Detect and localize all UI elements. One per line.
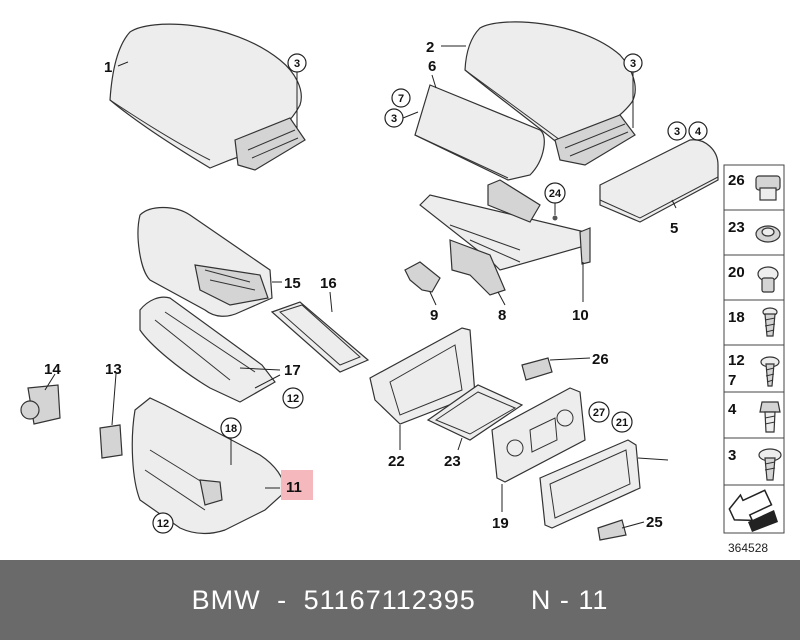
callout-17: 17 bbox=[284, 362, 301, 379]
legend-label-18: 18 bbox=[728, 309, 745, 326]
screw-18-icon bbox=[762, 307, 778, 337]
circled-callout-3a: 3 bbox=[287, 53, 307, 73]
part-1-armrest-cover bbox=[109, 23, 306, 171]
callout-1: 1 bbox=[104, 59, 112, 76]
circled-callout-20: 21 bbox=[611, 411, 633, 433]
part-9-clip bbox=[404, 261, 441, 293]
clip-23-icon bbox=[755, 225, 781, 243]
circled-callout-18: 18 bbox=[220, 417, 242, 439]
callout-15: 15 bbox=[284, 275, 301, 292]
screw-12-icon bbox=[760, 356, 780, 387]
footer-part-number: 51167112395 bbox=[303, 585, 476, 615]
callout-2: 2 bbox=[426, 39, 434, 56]
diagram-canvas: 1 2 5 6 8 9 10 13 14 15 16 17 19 22 23 2… bbox=[20, 21, 785, 541]
diagram-reference-number: 364528 bbox=[728, 541, 769, 555]
circled-callout-3b: 3 bbox=[623, 53, 643, 73]
part-5-pad bbox=[599, 139, 719, 223]
highlight-box-11 bbox=[281, 470, 313, 500]
part-2-armrest-cover bbox=[464, 21, 636, 166]
part-16-tray-mat bbox=[270, 301, 370, 373]
orientation-arrow-icon bbox=[728, 489, 778, 532]
callout-12b: 12 bbox=[157, 518, 169, 530]
callout-3d: 3 bbox=[674, 126, 680, 138]
footer-position: N - 11 bbox=[530, 585, 609, 615]
callout-3a: 3 bbox=[294, 58, 300, 70]
callout-8: 8 bbox=[498, 307, 506, 324]
leader-lines bbox=[44, 45, 677, 529]
part-14-clip bbox=[20, 384, 61, 425]
callout-6: 6 bbox=[428, 58, 436, 75]
part-10-bracket bbox=[419, 179, 591, 271]
circled-callout-7: 7 bbox=[391, 88, 411, 108]
callout-24: 25 bbox=[646, 514, 663, 531]
part-11-lower-console bbox=[131, 397, 286, 535]
callout-22: 23 bbox=[444, 453, 461, 470]
callout-10: 10 bbox=[572, 307, 589, 324]
callout-23: 24 bbox=[549, 188, 562, 200]
screw-3-icon bbox=[758, 448, 782, 481]
part-24-small-cap bbox=[597, 519, 627, 541]
callout-14: 14 bbox=[44, 361, 61, 378]
part-23-screw-dot bbox=[552, 215, 558, 221]
circled-callout-3c: 3 bbox=[384, 108, 404, 128]
callout-5: 5 bbox=[670, 220, 678, 237]
legend-label-7: 7 bbox=[728, 372, 736, 389]
callout-4: 4 bbox=[695, 126, 702, 138]
footer-caption: BMW - 51167112395 N - 11 bbox=[0, 585, 800, 616]
footer-separator: - bbox=[277, 585, 288, 615]
callout-3c: 3 bbox=[391, 113, 397, 125]
callout-11: 11 bbox=[286, 479, 302, 496]
part-22-tray-mat bbox=[426, 384, 524, 441]
callout-25: 26 bbox=[592, 351, 609, 368]
callout-3b: 3 bbox=[630, 58, 636, 70]
part-19-control-panel bbox=[491, 387, 586, 483]
callout-13: 13 bbox=[105, 361, 122, 378]
callout-26: 27 bbox=[593, 407, 605, 419]
callout-9: 9 bbox=[430, 307, 438, 324]
part-6-pad bbox=[414, 84, 545, 181]
part-13-small-pad bbox=[99, 424, 123, 459]
part-25-small-cap bbox=[521, 357, 553, 381]
legend-label-3: 3 bbox=[728, 447, 736, 464]
circled-callout-3d: 3 bbox=[667, 121, 687, 141]
bolt-4-icon bbox=[759, 401, 781, 433]
clip-26-icon bbox=[755, 175, 781, 201]
callout-7: 7 bbox=[398, 93, 404, 105]
circled-callout-4: 4 bbox=[688, 121, 708, 141]
callout-12a: 12 bbox=[287, 393, 299, 405]
circled-callout-12a: 12 bbox=[282, 387, 304, 409]
callout-18: 18 bbox=[225, 423, 237, 435]
legend-label-23: 23 bbox=[728, 219, 745, 236]
callout-16: 16 bbox=[320, 275, 337, 292]
plug-20-icon bbox=[757, 266, 779, 293]
part-17-frame bbox=[139, 296, 276, 403]
footer-brand: BMW bbox=[191, 585, 261, 615]
legend-label-4: 4 bbox=[728, 401, 737, 418]
part-15-upper-console bbox=[137, 206, 273, 317]
hardware-legend: 26 23 20 18 12 7 4 bbox=[723, 164, 785, 534]
circled-callout-23: 24 bbox=[544, 182, 566, 204]
circled-callout-12b: 12 bbox=[152, 512, 174, 534]
callout-19: 19 bbox=[492, 515, 509, 532]
footer-bar bbox=[0, 560, 800, 640]
callout-21: 22 bbox=[388, 453, 405, 470]
part-8-hinge bbox=[449, 239, 506, 296]
legend-label-26: 26 bbox=[728, 172, 745, 189]
part-27-frame bbox=[539, 439, 641, 529]
legend-label-20: 20 bbox=[728, 264, 745, 281]
callout-20: 21 bbox=[616, 417, 628, 429]
legend-label-12: 12 bbox=[728, 352, 745, 369]
circled-callout-26: 27 bbox=[588, 401, 610, 423]
